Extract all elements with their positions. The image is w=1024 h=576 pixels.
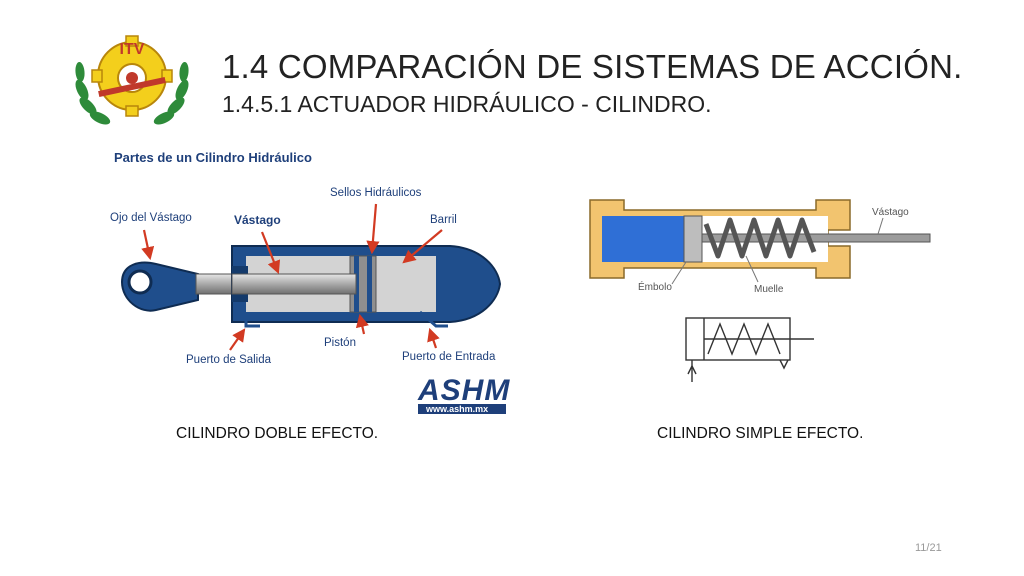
label-seals: Sellos Hidráulicos <box>330 187 422 199</box>
slide-subtitle: 1.4.5.1 ACTUADOR HIDRÁULICO - CILINDRO. <box>222 91 712 117</box>
arrow-piston <box>355 313 369 335</box>
arrow-inlet-port <box>427 327 440 349</box>
page-number: 11/21 <box>915 542 942 554</box>
logo-text: ITV <box>120 41 145 58</box>
outlet-port-shape <box>244 312 260 328</box>
caption-single-acting: CILINDRO SIMPLE EFECTO. <box>657 425 864 442</box>
label-piston-single: Émbolo <box>638 280 672 293</box>
label-rod-eye: Ojo del Vástago <box>110 212 192 224</box>
inlet-port-shape <box>419 310 448 328</box>
label-piston: Pistón <box>324 337 356 349</box>
caption-double-acting: CILINDRO DOBLE EFECTO. <box>176 425 379 442</box>
rod-eye-shape <box>120 261 199 312</box>
label-barrel: Barril <box>430 214 457 226</box>
rod-shape <box>701 233 931 243</box>
watermark-brand: ASHM <box>417 374 510 407</box>
laurel-icon <box>75 62 189 125</box>
label-outlet-port: Puerto de Salida <box>186 354 272 366</box>
label-rod: Vástago <box>234 213 281 227</box>
label-inlet-port: Puerto de Entrada <box>402 351 496 363</box>
slide-title: 1.4 COMPARACIÓN DE SISTEMAS DE ACCIÓN. <box>222 48 963 85</box>
watermark-url: www.ashm.mx <box>425 404 488 414</box>
label-spring: Muelle <box>754 284 784 295</box>
arrow-rod <box>260 231 281 275</box>
ashm-watermark: ASHM www.ashm.mx <box>417 374 510 414</box>
double-acting-cylinder-diagram: Partes de un Cilindro Hidráulico Ojo del… <box>110 150 510 414</box>
label-rod-single: Vástago <box>872 207 909 218</box>
piston-shape <box>683 215 703 263</box>
itv-logo: ITV <box>75 35 189 125</box>
exhaust-arrow-icon <box>779 359 789 370</box>
arrow-seals <box>366 203 380 255</box>
single-acting-symbol <box>685 317 814 382</box>
gear-icon <box>91 35 173 117</box>
diagram-heading: Partes de un Cilindro Hidráulico <box>114 150 312 165</box>
spring-shape <box>703 217 817 259</box>
single-acting-cylinder-diagram: Vástago Émbolo Muelle <box>589 199 931 382</box>
arrow-barrel <box>402 229 443 264</box>
arrow-rod-eye <box>141 229 155 261</box>
arrow-outlet-port <box>229 328 246 351</box>
